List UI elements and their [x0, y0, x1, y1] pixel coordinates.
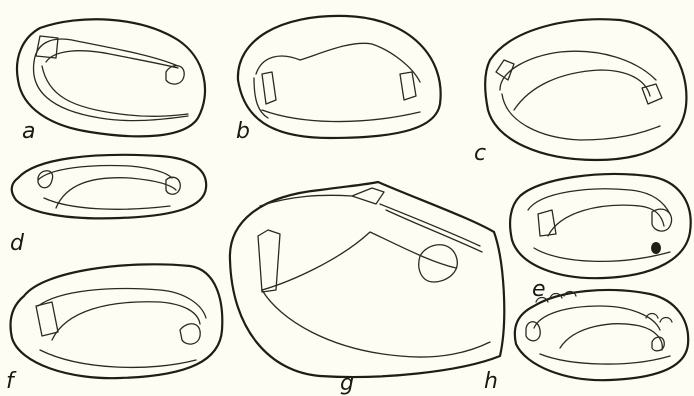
figure-e-pore [651, 242, 661, 254]
figure-h-label: h [484, 369, 498, 394]
figure-a-label: a [22, 119, 35, 144]
figure-g-shell: g [230, 182, 504, 396]
figure-b-label: b [236, 119, 250, 144]
figure-e-shell: e [510, 174, 691, 302]
figure-c-shell: c [474, 19, 686, 166]
figure-a-shell: a [17, 19, 205, 144]
figure-d-shell: d [10, 155, 206, 256]
figure-c-label: c [474, 141, 486, 166]
figure-d-label: d [10, 231, 25, 256]
figure-f-shell: f [6, 264, 222, 394]
figure-h-shell: h [484, 290, 688, 394]
figure-f-label: f [6, 369, 17, 394]
figure-g-label: g [340, 371, 354, 396]
figure-b-shell: b [236, 16, 441, 144]
